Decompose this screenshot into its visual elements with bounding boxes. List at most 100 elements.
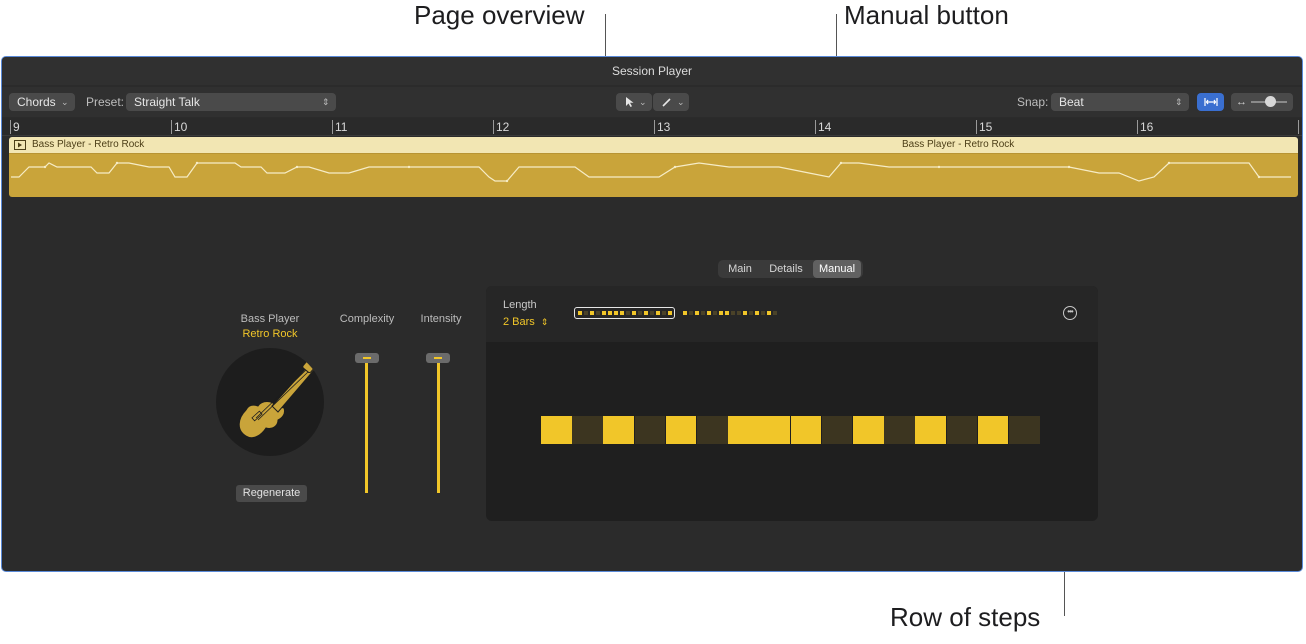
overview-step-inactive: [596, 311, 600, 315]
tab-manual[interactable]: Manual: [813, 260, 861, 278]
overview-step-active: [608, 311, 612, 315]
preset-popup[interactable]: Straight Talk ⇕: [126, 93, 336, 111]
complexity-slider-knob[interactable]: [355, 353, 379, 363]
ruler-bar-16: 16: [1140, 120, 1154, 134]
overview-step-inactive: [650, 311, 654, 315]
step-inactive[interactable]: [946, 416, 978, 444]
intensity-slider-track[interactable]: [437, 357, 440, 493]
session-player-window: Session Player Chords ⌄ Preset: Straight…: [1, 56, 1303, 572]
ellipsis-circle-icon[interactable]: •••: [1063, 306, 1077, 320]
pencil-icon: [662, 98, 671, 107]
chevron-down-icon: ⌄: [61, 97, 69, 107]
chevron-down-icon: ⌄: [677, 97, 685, 107]
overview-step-active: [602, 311, 606, 315]
step-active[interactable]: [790, 416, 822, 444]
step-active[interactable]: [665, 416, 697, 444]
zoom-control[interactable]: ↔: [1231, 93, 1293, 111]
page-overview-page-2[interactable]: [683, 311, 778, 315]
bar-ruler[interactable]: 9 10 11 12 13 14 15 16: [2, 118, 1302, 136]
overview-step-inactive: [737, 311, 741, 315]
ruler-bar-13: 13: [657, 120, 671, 134]
length-popup[interactable]: 2 Bars ⇕: [503, 316, 548, 328]
step-active[interactable]: [977, 416, 1009, 444]
ruler-bar-14: 14: [818, 120, 832, 134]
overview-step-active: [767, 311, 771, 315]
overview-step-inactive: [662, 311, 666, 315]
ruler-bar-9: 9: [13, 120, 20, 134]
step-inactive[interactable]: [634, 416, 666, 444]
overview-step-inactive: [638, 311, 642, 315]
step-inactive[interactable]: [884, 416, 915, 444]
page-overview-selected-page[interactable]: [574, 307, 675, 319]
step-active[interactable]: [728, 416, 759, 444]
overview-step-active: [632, 311, 636, 315]
region-name: Bass Player - Retro Rock: [32, 139, 145, 150]
snap-value: Beat: [1059, 95, 1084, 109]
player-style-label[interactable]: Retro Rock: [242, 328, 298, 340]
overview-step-active: [620, 311, 624, 315]
overview-step-inactive: [761, 311, 765, 315]
overview-step-inactive: [626, 311, 630, 315]
session-player-region[interactable]: Bass Player - Retro Rock Bass Player - R…: [9, 137, 1298, 197]
overview-step-active: [614, 311, 618, 315]
ruler-bar-12: 12: [496, 120, 510, 134]
callout-manual-button: Manual button: [844, 0, 1009, 30]
player-type-label: Bass Player: [240, 313, 300, 325]
step-active[interactable]: [541, 416, 572, 444]
pointer-icon: [626, 97, 634, 107]
regenerate-button[interactable]: Regenerate: [236, 485, 307, 502]
bass-guitar-avatar: [216, 348, 324, 456]
step-active[interactable]: [603, 416, 635, 444]
preset-label: Preset:: [86, 95, 125, 109]
step-active[interactable]: [915, 416, 947, 444]
tab-main[interactable]: Main: [728, 263, 752, 275]
step-inactive[interactable]: [821, 416, 853, 444]
manual-panel-header: Length 2 Bars ⇕ •••: [486, 286, 1098, 342]
step-active[interactable]: [853, 416, 884, 444]
region-name: Bass Player - Retro Rock: [902, 139, 1015, 150]
length-value: 2 Bars: [503, 316, 535, 328]
window-title: Session Player: [2, 57, 1302, 85]
step-inactive[interactable]: [1009, 416, 1040, 444]
zoom-slider-knob[interactable]: [1265, 96, 1276, 107]
overview-step-active: [668, 311, 672, 315]
ruler-tick: [1137, 120, 1138, 134]
preset-value: Straight Talk: [134, 95, 200, 109]
catch-playhead-button[interactable]: [1197, 93, 1224, 111]
overview-step-inactive: [584, 311, 588, 315]
row-of-steps: [541, 286, 1041, 521]
ruler-tick: [654, 120, 655, 134]
complexity-slider-track[interactable]: [365, 357, 368, 493]
page-overview-page-1[interactable]: [578, 311, 673, 315]
overview-step-active: [644, 311, 648, 315]
overview-step-active: [590, 311, 594, 315]
region-notes: [9, 152, 1298, 197]
step-active[interactable]: [759, 416, 791, 444]
view-tabs: Main Details Manual: [718, 260, 863, 278]
toolbar: Chords ⌄ Preset: Straight Talk ⇕ ⌄ ⌄ Sna…: [2, 87, 1302, 117]
ruler-tick: [493, 120, 494, 134]
ruler-tick: [976, 120, 977, 134]
step-inactive[interactable]: [697, 416, 728, 444]
overview-step-active: [707, 311, 711, 315]
note-display: [9, 152, 1298, 183]
intensity-slider-knob[interactable]: [426, 353, 450, 363]
tab-details[interactable]: Details: [769, 263, 803, 275]
overview-step-active: [719, 311, 723, 315]
chords-mode-popup[interactable]: Chords ⌄: [9, 93, 75, 111]
ruler-tick: [171, 120, 172, 134]
snap-popup[interactable]: Beat ⇕: [1051, 93, 1189, 111]
overview-step-inactive: [701, 311, 705, 315]
length-label: Length: [503, 299, 537, 311]
ruler-tick: [1298, 120, 1299, 134]
pointer-tool-button[interactable]: ⌄: [616, 93, 652, 111]
overview-step-active: [656, 311, 660, 315]
step-inactive[interactable]: [572, 416, 603, 444]
pencil-tool-button[interactable]: ⌄: [653, 93, 689, 111]
overview-step-active: [755, 311, 759, 315]
overview-step-inactive: [731, 311, 735, 315]
complexity-label: Complexity: [339, 313, 395, 325]
overview-step-active: [695, 311, 699, 315]
catch-playhead-icon: [1204, 98, 1218, 106]
callout-row-of-steps: Row of steps: [890, 602, 1041, 632]
